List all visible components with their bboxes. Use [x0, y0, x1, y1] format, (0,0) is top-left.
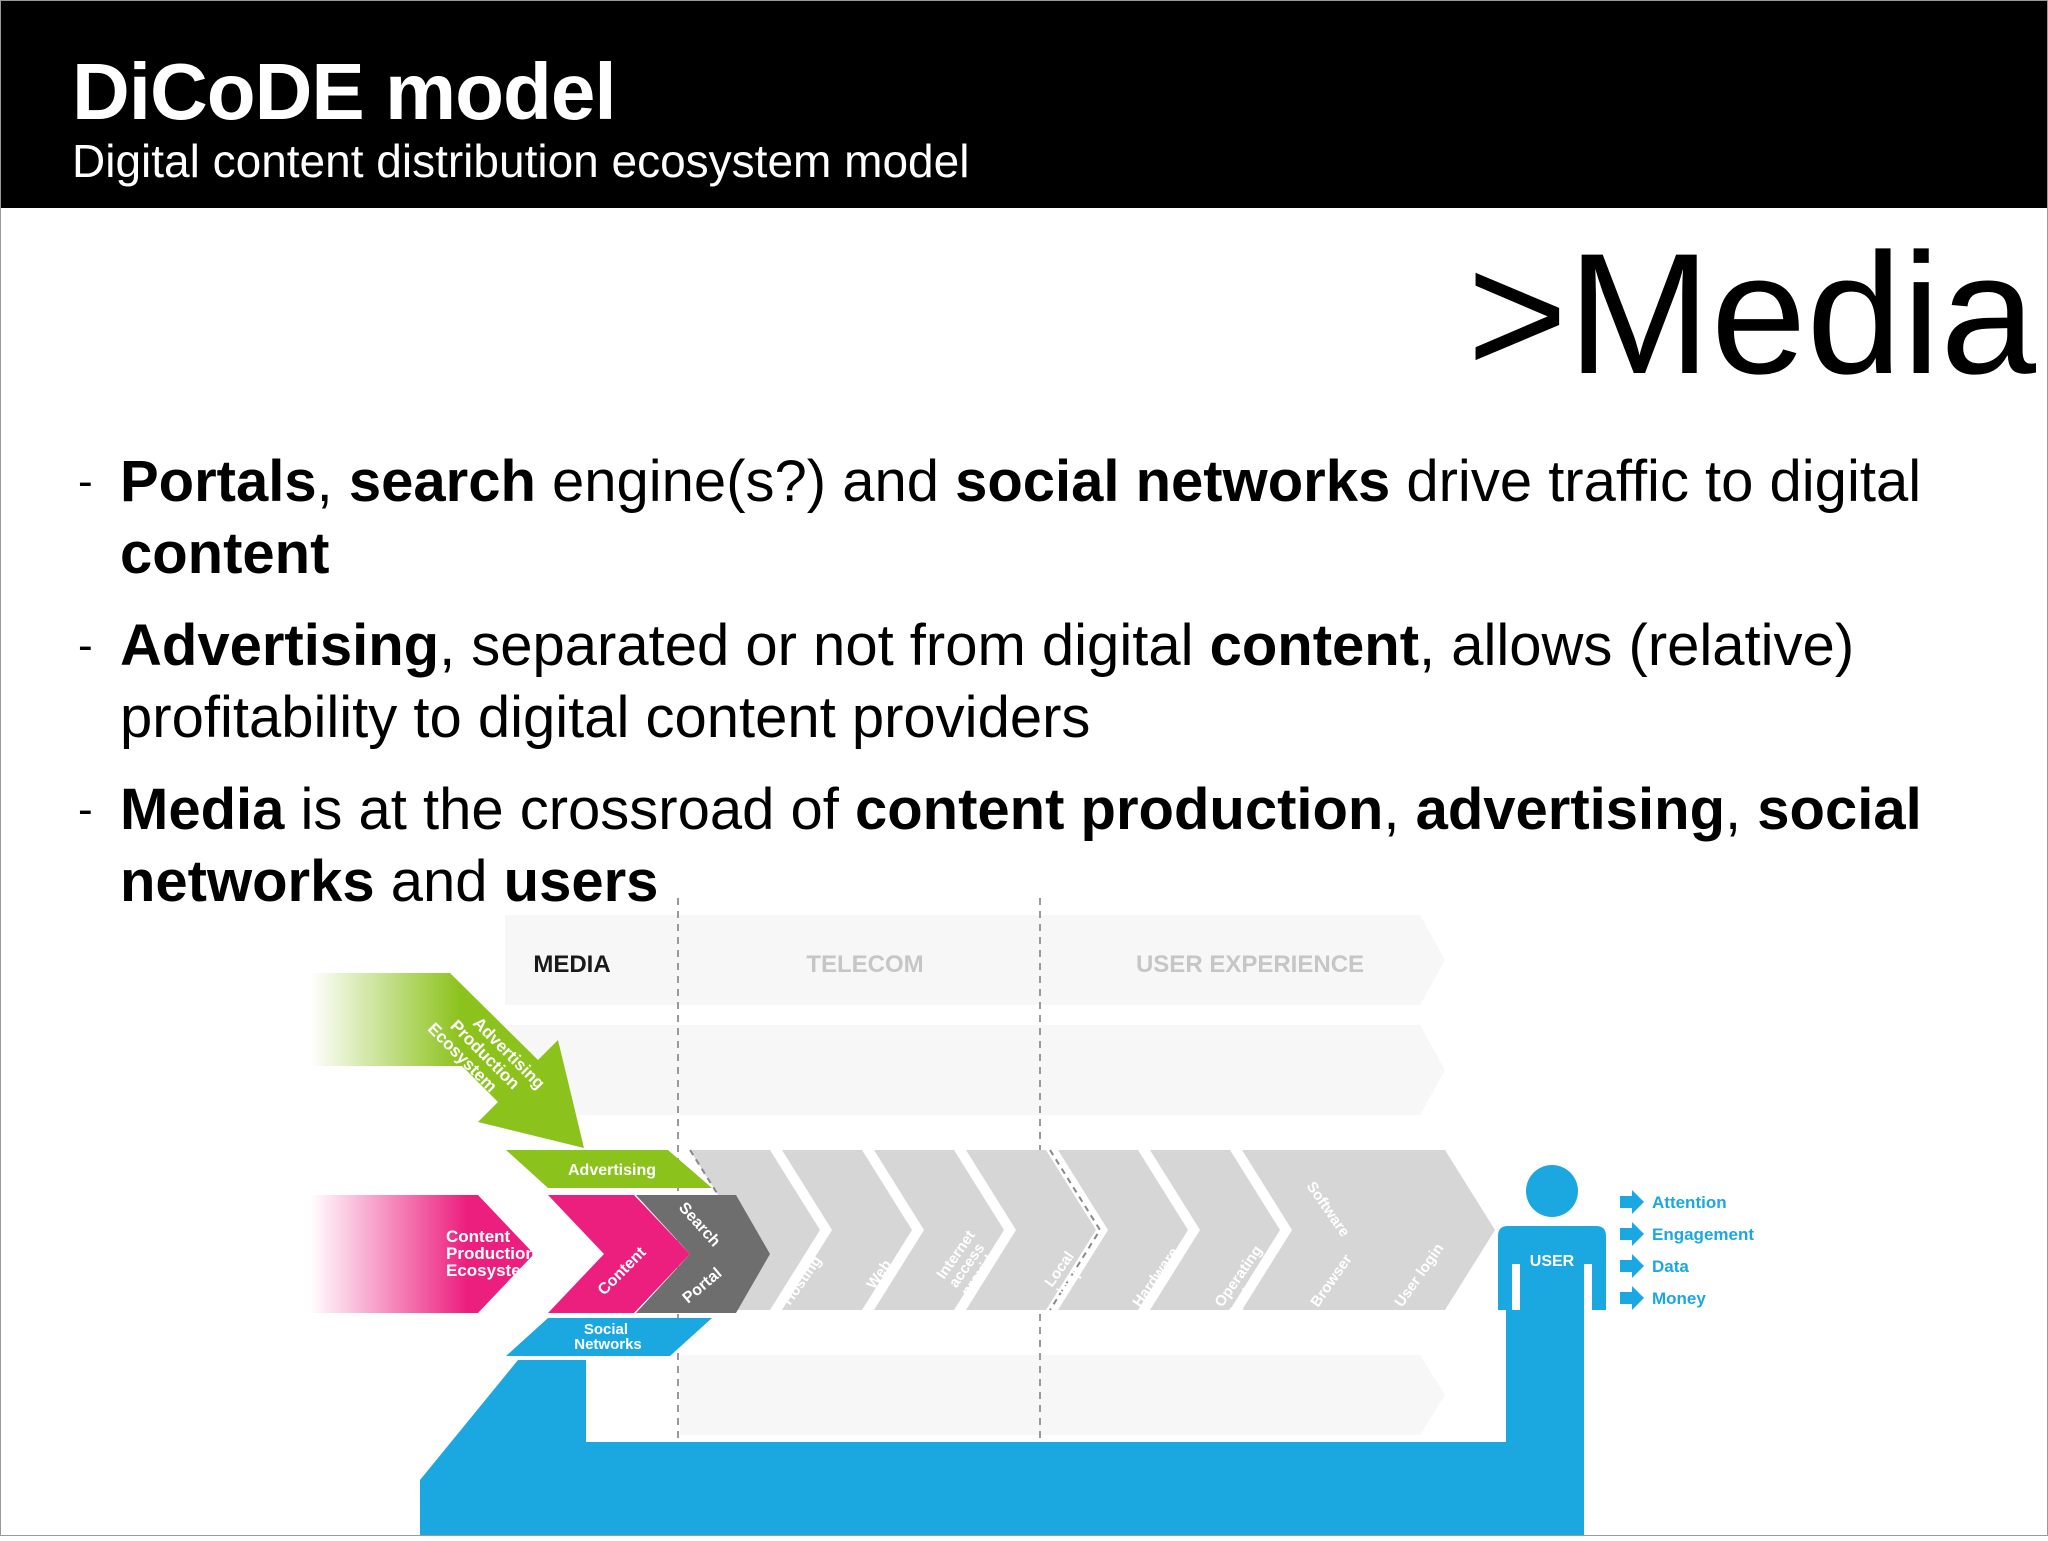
bullet-bold-text: Portals: [120, 449, 317, 514]
bullet-bold-text: users: [503, 849, 659, 914]
value-chain: [689, 1149, 1495, 1311]
output-engagement: Engagement: [1652, 1225, 1754, 1244]
arrow-right-icon: [1620, 1190, 1644, 1214]
dicode-diagram: MEDIA TELECOM USER EXPERIENCE Advertisin…: [0, 890, 2048, 1536]
bullet-dash: -: [78, 621, 93, 670]
bullet-regular-text: ,: [1383, 777, 1416, 842]
bullet-bold-text: advertising: [1415, 777, 1726, 842]
bullet-regular-text: engine(s?) and: [535, 449, 956, 514]
zone-label-user-experience: USER EXPERIENCE: [1136, 951, 1364, 978]
bullet-text: Media is at the crossroad of content pro…: [120, 777, 1922, 914]
advertising-label: Advertising: [568, 1162, 656, 1179]
zone-label-telecom: TELECOM: [806, 951, 923, 978]
search-block: [636, 1195, 770, 1254]
bullet-bold-text: social networks: [120, 777, 1922, 914]
zone-label-media: MEDIA: [533, 951, 610, 978]
chain-operating-system-chevron: [1150, 1150, 1280, 1310]
slide-title: DiCoDE model: [72, 47, 617, 136]
bullet-bold-text: search: [348, 449, 536, 514]
user-outputs: Attention Engagement Data Money: [1620, 1190, 1754, 1310]
user-head: [1526, 1165, 1578, 1217]
bullet-regular-text: drive traffic to digital: [1390, 449, 1922, 514]
user-figure: USER: [1498, 1165, 1606, 1320]
header-bar: DiCoDE model Digital content distributio…: [0, 0, 2048, 208]
bullet-item: -Portals, search engine(s?) and social n…: [78, 446, 2018, 590]
content-ecosystem-arrow: [310, 1195, 534, 1313]
bullet-regular-text: , allows (relative) profitability to dig…: [120, 613, 1855, 750]
user-body: [1498, 1226, 1606, 1320]
chain-hardware-chevron: [1058, 1150, 1188, 1310]
bullet-regular-text: is at the crossroad of: [284, 777, 855, 842]
content-chevron: [548, 1195, 690, 1313]
bullet-bold-text: content: [1209, 613, 1420, 678]
background-band-bottom: [680, 1355, 1445, 1435]
output-attention: Attention: [1652, 1193, 1727, 1212]
arrow-right-icon: [1620, 1222, 1644, 1246]
arrow-right-icon: [1620, 1286, 1644, 1310]
bullet-bold-text: content production: [854, 777, 1384, 842]
section-title: >Media: [1467, 218, 2036, 410]
portal-block: [636, 1254, 770, 1313]
content-ecosystem-label: Content Production Ecosystem: [446, 1227, 540, 1280]
chain-web-chevron: [782, 1150, 912, 1310]
social-networks-block: [506, 1318, 712, 1356]
slide-subtitle: Digital content distribution ecosystem m…: [72, 135, 970, 187]
bullet-regular-text: , separated or not from digital: [439, 613, 1210, 678]
bullet-regular-text: ,: [1725, 777, 1758, 842]
output-money: Money: [1652, 1289, 1706, 1308]
bullet-dash: -: [78, 457, 93, 506]
bullet-bold-text: social networks: [955, 449, 1391, 514]
social-networks-label: Social Networks: [574, 1321, 642, 1353]
dicode-diagram-svg: MEDIA TELECOM USER EXPERIENCE Advertisin…: [310, 898, 1754, 1536]
bullet-text: Advertising, separated or not from digit…: [120, 613, 1854, 750]
chain-internet-access-chevron: [874, 1150, 1004, 1310]
bullet-dash: -: [78, 785, 93, 834]
chain-local-loop-chevron: [966, 1150, 1096, 1310]
chain-user-login-chevron: [1382, 1150, 1495, 1310]
advertising-block: [506, 1150, 712, 1188]
background-band-top: [505, 915, 1445, 1115]
bullet-item: -Media is at the crossroad of content pr…: [78, 774, 2018, 918]
user-label: USER: [1530, 1253, 1575, 1270]
bullet-regular-text: ,: [316, 449, 349, 514]
bullet-regular-text: and: [374, 849, 504, 914]
user-feedback-loop: [420, 1310, 1584, 1536]
bullet-text: Portals, search engine(s?) and social ne…: [120, 449, 1921, 586]
arrow-right-icon: [1620, 1254, 1644, 1278]
advertising-ecosystem-arrow: [310, 973, 584, 1148]
bullet-item: -Advertising, separated or not from digi…: [78, 610, 2018, 754]
bullet-list: -Portals, search engine(s?) and social n…: [78, 446, 2018, 938]
bullet-bold-text: Media: [120, 777, 285, 842]
bullet-bold-text: content: [120, 521, 330, 586]
output-data: Data: [1652, 1257, 1689, 1276]
bullet-bold-text: Advertising: [120, 613, 440, 678]
